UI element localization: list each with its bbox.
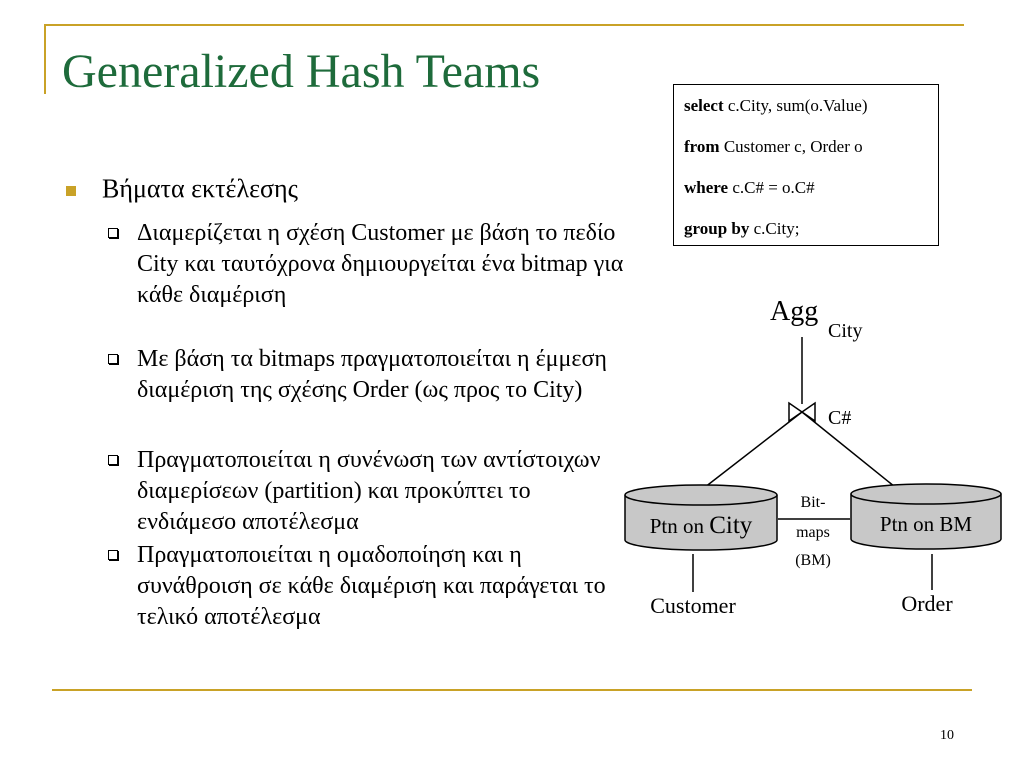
order-input-label: Order — [901, 591, 953, 616]
bitmap-label-line-2: maps — [796, 524, 830, 541]
step-1: Διαμερίζεται η σχέση Customer με βάση το… — [137, 220, 624, 308]
customer-input-label: Customer — [650, 593, 736, 618]
step-3: Πραγματοποιείται η συνένωση των αντίστοι… — [137, 447, 601, 535]
bitmap-label-line-1: Bit- — [801, 494, 826, 511]
bitmap-label-line-3: (BM) — [795, 552, 831, 569]
join-label: C# — [828, 407, 851, 429]
agg-label: Agg — [770, 296, 818, 327]
sql-clause: c.City, sum(o.Value) — [723, 96, 868, 115]
checkbox-bullet-icon — [108, 228, 118, 238]
sql-clause: Customer c, Order o — [719, 137, 863, 156]
join-bowtie-icon — [800, 401, 816, 423]
sql-keyword: where — [684, 178, 729, 197]
query-line-from: from Customer c, Order o — [684, 130, 938, 171]
sql-keyword: group by — [684, 219, 750, 238]
checkbox-bullet-icon — [108, 455, 118, 465]
right-partition-node: Ptn on BM — [850, 483, 1002, 550]
left-rule — [44, 24, 46, 94]
query-line-select: select c.City, sum(o.Value) — [684, 89, 938, 130]
right-node-label: Ptn on BM — [880, 512, 973, 536]
join-to-left-edge — [699, 411, 803, 492]
top-rule — [44, 24, 964, 26]
sql-keyword: select — [684, 96, 724, 115]
left-partition-node: Ptn on City — [624, 484, 778, 551]
steps-heading: Βήματα εκτέλεσης — [102, 174, 298, 203]
query-line-where: where c.C# = o.C# — [684, 171, 938, 212]
sql-clause: c.C# = o.C# — [728, 178, 815, 197]
checkbox-bullet-icon — [108, 550, 118, 560]
page-number: 10 — [940, 728, 954, 743]
query-plan-diagram: Ptn on City Ptn on BM Agg City C# Bit- m… — [624, 296, 1002, 618]
query-line-group-by: group by c.City; — [684, 212, 938, 253]
step-2: Με βάση τα bitmaps πραγματοποιείται η έμ… — [137, 346, 607, 403]
bottom-rule — [52, 689, 972, 691]
step-4: Πραγματοποιείται η ομαδοποίηση και η συν… — [137, 542, 606, 630]
checkbox-bullet-icon — [108, 354, 118, 364]
sql-query-box: select c.City, sum(o.Value) from Custome… — [673, 84, 939, 246]
bullet-square-icon — [66, 186, 76, 196]
slide-title: Generalized Hash Teams — [62, 45, 541, 98]
sql-keyword: from — [684, 137, 720, 156]
left-node-label: Ptn on City — [650, 512, 753, 539]
join-to-right-edge — [801, 411, 901, 492]
sql-clause: c.City; — [749, 219, 800, 238]
agg-subscript: City — [828, 320, 862, 342]
join-bowtie-icon — [788, 401, 804, 423]
